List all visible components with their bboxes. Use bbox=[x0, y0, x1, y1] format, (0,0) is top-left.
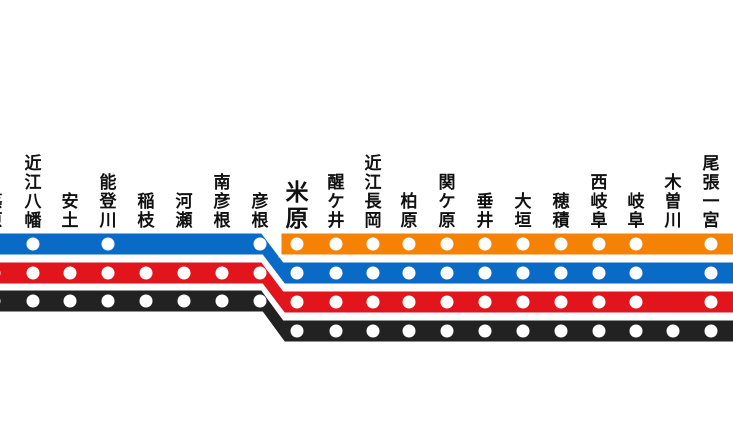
stop-dot-orange bbox=[402, 237, 416, 251]
stop-dot-black bbox=[366, 324, 380, 338]
stop-dot-blue bbox=[290, 266, 304, 280]
stop-dot-red bbox=[629, 295, 643, 309]
station-label: 安土 bbox=[62, 191, 79, 231]
stop-dot-orange bbox=[554, 237, 568, 251]
stop-dot-orange bbox=[440, 237, 454, 251]
stop-dot-black bbox=[329, 324, 343, 338]
stop-dot-blue bbox=[101, 237, 115, 251]
stop-dot-black bbox=[592, 324, 606, 338]
stop-dot-black bbox=[63, 294, 77, 308]
station-label: 大垣 bbox=[515, 191, 532, 231]
stop-dot-red bbox=[253, 266, 267, 280]
stop-dot-blue bbox=[592, 266, 606, 280]
stop-dot-blue bbox=[26, 237, 40, 251]
stop-dot-black bbox=[177, 294, 191, 308]
stop-dot-blue bbox=[440, 266, 454, 280]
stop-dot-blue bbox=[366, 266, 380, 280]
stop-dot-red bbox=[402, 295, 416, 309]
stop-markers bbox=[0, 237, 718, 338]
station-label: 稲枝 bbox=[138, 192, 156, 231]
station-label: 近江八幡 bbox=[25, 153, 43, 231]
stop-dot-black bbox=[215, 294, 229, 308]
stop-dot-orange bbox=[478, 237, 492, 251]
stop-dot-blue bbox=[629, 266, 643, 280]
stop-dot-red bbox=[554, 295, 568, 309]
stop-dot-red bbox=[0, 270, 1, 276]
stop-dot-red bbox=[592, 295, 606, 309]
station-label: 米原 bbox=[286, 180, 310, 232]
station-label: 西岐阜 bbox=[591, 173, 609, 231]
stop-dot-black bbox=[554, 324, 568, 338]
stop-dot-red bbox=[63, 266, 77, 280]
stop-dot-orange bbox=[516, 237, 530, 251]
stop-dot-red bbox=[139, 266, 153, 280]
blue-line-band bbox=[0, 230, 733, 287]
stop-dot-black bbox=[253, 294, 267, 308]
stop-dot-red bbox=[516, 295, 530, 309]
station-label: 穂積 bbox=[553, 191, 571, 231]
station-label: 篠原 bbox=[0, 191, 4, 231]
stop-dot-red bbox=[329, 295, 343, 309]
stop-dot-red bbox=[478, 295, 492, 309]
stop-dot-orange bbox=[290, 237, 304, 251]
stop-dot-black bbox=[101, 294, 115, 308]
stop-dot-blue bbox=[516, 266, 530, 280]
stop-dot-orange bbox=[592, 237, 606, 251]
stop-dot-orange bbox=[366, 237, 380, 251]
stop-dot-red bbox=[177, 266, 191, 280]
stop-dot-blue bbox=[329, 266, 343, 280]
stop-dot-blue bbox=[478, 266, 492, 280]
stop-dot-blue bbox=[402, 266, 416, 280]
station-label: 尾張一宮 bbox=[703, 154, 721, 231]
stop-dot-red bbox=[440, 295, 454, 309]
orange-line-band bbox=[278, 230, 733, 258]
stop-dot-orange bbox=[704, 237, 718, 251]
stop-dot-black bbox=[516, 324, 530, 338]
station-label: 岐阜 bbox=[628, 191, 646, 231]
stop-dot-black bbox=[26, 294, 40, 308]
stop-dot-red bbox=[704, 295, 718, 309]
stop-dot-red bbox=[215, 266, 229, 280]
stop-dot-black bbox=[629, 324, 643, 338]
stop-dot-black bbox=[290, 324, 304, 338]
stop-dot-orange bbox=[629, 237, 643, 251]
stop-dot-red bbox=[26, 266, 40, 280]
stop-dot-red bbox=[290, 295, 304, 309]
station-label: 木曽川 bbox=[664, 172, 683, 231]
stop-dot-black bbox=[666, 324, 680, 338]
station-label: 柏原 bbox=[401, 191, 418, 231]
station-label: 彦根 bbox=[252, 191, 269, 231]
stop-dot-orange bbox=[329, 237, 343, 251]
stop-dot-black bbox=[402, 324, 416, 338]
station-label: 垂井 bbox=[477, 192, 494, 231]
station-label: 近江長岡 bbox=[365, 153, 383, 231]
stop-dot-black bbox=[440, 324, 454, 338]
station-label: 南彦根 bbox=[214, 172, 231, 231]
stop-dot-blue bbox=[704, 266, 718, 280]
stop-dot-red bbox=[101, 266, 115, 280]
station-label: 河瀬 bbox=[176, 192, 193, 231]
stop-dot-black bbox=[704, 324, 718, 338]
station-label: 関ケ原 bbox=[439, 173, 456, 231]
station-label: 能登川 bbox=[99, 172, 118, 231]
stop-dot-black bbox=[139, 294, 153, 308]
stop-dot-black bbox=[0, 298, 1, 304]
stop-dot-black bbox=[478, 324, 492, 338]
stop-dot-red bbox=[366, 295, 380, 309]
station-label: 醒ケ井 bbox=[328, 173, 345, 231]
stop-dot-blue bbox=[554, 266, 568, 280]
stop-dot-blue bbox=[253, 237, 267, 251]
